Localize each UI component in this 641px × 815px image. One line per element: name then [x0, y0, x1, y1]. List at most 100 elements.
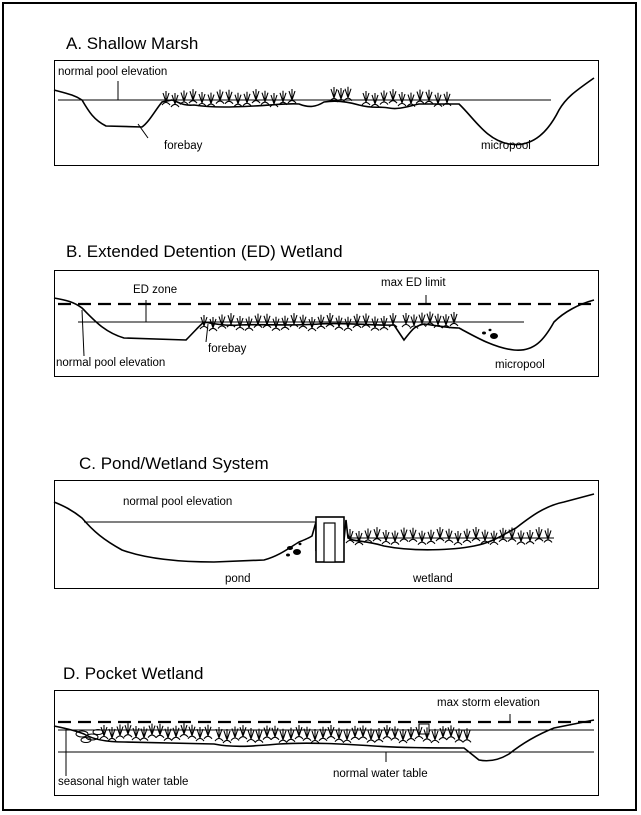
vegetation-tuft	[123, 723, 133, 738]
panel-d-storm-label: max storm elevation	[437, 697, 540, 709]
vegetation-tuft	[543, 528, 553, 543]
vegetation-tuft	[246, 727, 256, 743]
vegetation-tuft	[214, 727, 224, 742]
vegetation-tuft	[433, 92, 443, 108]
vegetation-tuft	[99, 725, 109, 740]
vegetation-tuft	[329, 87, 339, 102]
vegetation-tuft	[233, 92, 243, 108]
vegetation-tuft	[197, 91, 207, 107]
vegetation-tuft	[361, 91, 371, 106]
vegetation-tuft	[280, 315, 290, 331]
vegetation-tuft	[244, 316, 254, 331]
vegetation-tuft	[187, 724, 197, 740]
vegetation-tuft	[224, 89, 234, 105]
vegetation-tuft	[361, 313, 371, 328]
panel-b-pool-label: normal pool elevation	[56, 357, 166, 369]
vegetation-tuft	[334, 727, 344, 743]
panel-b-stones	[482, 328, 498, 339]
vegetation-tuft	[363, 528, 373, 543]
vegetation-tuft	[525, 530, 535, 545]
panel-a-ground	[53, 77, 595, 146]
vegetation-tuft	[516, 530, 526, 545]
vegetation-tuft	[358, 725, 368, 740]
vegetation-tuft	[379, 90, 389, 105]
vegetation-tuft	[326, 725, 336, 740]
panel-d-title: D. Pocket Wetland	[63, 664, 204, 683]
vegetation-tuft	[139, 726, 149, 741]
vegetation-tuft	[414, 725, 424, 740]
vegetation-tuft	[480, 529, 490, 545]
vegetation-tuft	[435, 527, 445, 542]
vegetation-tuft	[430, 728, 440, 744]
panel-b-forebay-label: forebay	[208, 343, 247, 355]
vegetation-tuft	[215, 89, 225, 104]
vegetation-tuft	[278, 90, 288, 106]
panel-d-seasonal-label: seasonal high water table	[58, 776, 189, 788]
vegetation-tuft	[415, 89, 425, 104]
panel-a-vegetation	[161, 86, 452, 108]
vegetation-tuft	[208, 316, 218, 332]
vegetation-tuft	[188, 89, 198, 104]
vegetation-tuft	[271, 316, 281, 332]
panel-c-pool-label: normal pool elevation	[123, 496, 233, 508]
panel-b-ground	[53, 297, 595, 351]
vegetation-tuft	[382, 725, 392, 740]
vegetation-tuft	[226, 313, 236, 328]
vegetation-tuft	[170, 92, 180, 108]
panel-a-title: A. Shallow Marsh	[66, 34, 199, 53]
vegetation-tuft	[398, 728, 408, 744]
vegetation-tuft	[235, 315, 245, 331]
vegetation-tuft	[107, 726, 117, 742]
vegetation-tuft	[390, 530, 400, 545]
panel-b-ed-zone-label: ED zone	[133, 284, 178, 296]
panel-d-ground	[53, 719, 595, 762]
vegetation-tuft	[345, 529, 355, 544]
vegetation-tuft	[417, 530, 427, 546]
panel-b-title: B. Extended Detention (ED) Wetland	[66, 242, 343, 261]
vegetation-tuft	[253, 313, 263, 328]
panel-b-pool-leader	[81, 309, 85, 357]
vegetation-tuft	[397, 91, 407, 107]
vegetation-tuft	[307, 316, 317, 332]
panel-a-box	[54, 60, 599, 166]
vegetation-tuft	[498, 527, 508, 543]
vegetation-tuft	[336, 87, 346, 103]
vegetation-tuft	[408, 527, 418, 543]
vegetation-tuft	[507, 527, 517, 542]
vegetation-tuft	[302, 726, 312, 742]
vegetation-tuft	[401, 313, 411, 328]
vegetation-tuft	[406, 727, 416, 742]
vegetation-tuft	[388, 89, 398, 104]
vegetation-tuft	[238, 725, 248, 740]
vegetation-tuft	[454, 728, 464, 743]
vegetation-tuft	[316, 314, 326, 330]
vegetation-tuft	[222, 728, 232, 744]
vegetation-tuft	[374, 728, 384, 743]
vegetation-tuft	[310, 728, 320, 744]
panel-c-profile	[53, 493, 595, 563]
vegetation-tuft	[409, 314, 419, 329]
panel-c-box	[54, 480, 599, 589]
vegetation-tuft	[350, 725, 360, 741]
vegetation-tuft	[406, 92, 416, 107]
vegetation-tuft	[343, 86, 353, 102]
vegetation-tuft	[453, 530, 463, 546]
vegetation-tuft	[269, 92, 279, 108]
vegetation-tuft	[115, 724, 125, 739]
vegetation-tuft	[534, 527, 544, 542]
vegetation-tuft	[131, 725, 141, 741]
vegetation-tuft	[254, 728, 264, 743]
vegetation-tuft	[230, 726, 240, 741]
vegetation-tuft	[462, 728, 472, 743]
vegetation-tuft	[379, 316, 389, 331]
vegetation-tuft	[449, 311, 459, 327]
riser-inner	[323, 522, 336, 563]
vegetation-tuft	[446, 725, 456, 740]
panel-b-profile	[53, 295, 595, 357]
vegetation-tuft	[334, 315, 344, 331]
vegetation-tuft	[388, 313, 398, 328]
vegetation-tuft	[399, 527, 409, 542]
vegetation-tuft	[298, 314, 308, 330]
vegetation-tuft	[422, 727, 432, 742]
